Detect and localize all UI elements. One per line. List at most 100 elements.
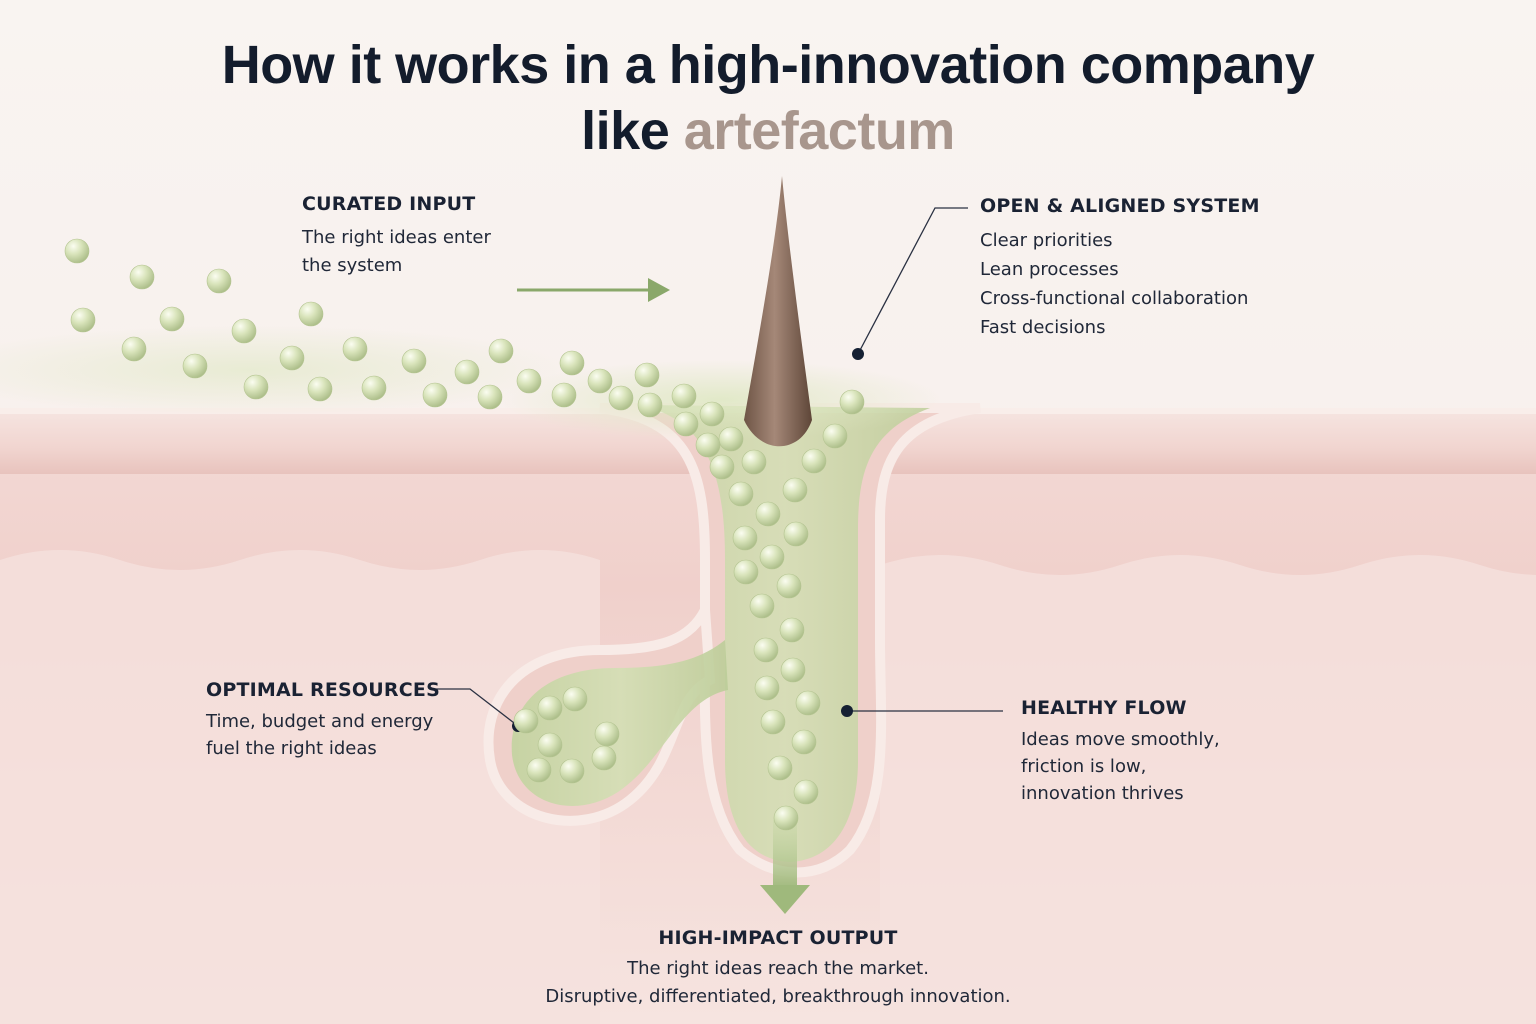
idea-sphere — [559, 350, 585, 376]
idea-sphere — [594, 721, 620, 747]
idea-sphere — [754, 675, 780, 701]
leader-optimal-resources — [432, 688, 519, 727]
idea-sphere — [64, 238, 90, 264]
curated-input-text: The right ideas enter the system — [302, 224, 491, 280]
idea-spheres — [64, 238, 865, 831]
idea-sphere — [718, 426, 744, 452]
title-line-1: How it works in a high-innovation compan… — [221, 35, 1315, 95]
idea-sphere — [537, 695, 563, 721]
idea-sphere — [401, 348, 427, 374]
idea-sphere — [159, 306, 185, 332]
title-line-2-prefix: like — [581, 101, 684, 161]
idea-sphere — [839, 389, 865, 415]
idea-sphere — [783, 521, 809, 547]
idea-sphere — [759, 544, 785, 570]
idea-sphere — [513, 708, 539, 734]
idea-sphere — [728, 481, 754, 507]
idea-sphere — [822, 423, 848, 449]
idea-sphere — [121, 336, 147, 362]
open-aligned-line: Lean processes — [980, 259, 1119, 280]
healthy-flow-line: innovation thrives — [1021, 783, 1184, 804]
idea-sphere — [608, 385, 634, 411]
healthy-flow-line: friction is low, — [1021, 756, 1147, 777]
idea-sphere — [671, 383, 697, 409]
idea-sphere — [129, 264, 155, 290]
idea-sphere — [231, 318, 257, 344]
idea-sphere — [695, 432, 721, 458]
leader-open-aligned — [857, 207, 968, 355]
idea-sphere — [732, 525, 758, 551]
idea-sphere — [182, 353, 208, 379]
open-aligned-line: Cross-functional collaboration — [980, 288, 1249, 309]
curated-input-heading: CURATED INPUT — [302, 193, 476, 215]
optimal-resources-line: Time, budget and energy — [206, 711, 434, 732]
optimal-resources-line: fuel the right ideas — [206, 738, 377, 759]
idea-sphere — [795, 690, 821, 716]
idea-sphere — [422, 382, 448, 408]
idea-sphere — [793, 779, 819, 805]
idea-sphere — [591, 745, 617, 771]
idea-sphere — [741, 449, 767, 475]
healthy-flow-line: Ideas move smoothly, — [1021, 729, 1220, 750]
output-arrow-head — [760, 885, 810, 914]
idea-sphere — [801, 448, 827, 474]
idea-sphere — [342, 336, 368, 362]
open-aligned-heading: OPEN & ALIGNED SYSTEM — [980, 195, 1260, 217]
idea-sphere — [709, 454, 735, 480]
healthy-flow-text: Ideas move smoothly, friction is low, in… — [1021, 726, 1220, 807]
input-arrow-head — [648, 278, 670, 302]
idea-sphere — [773, 805, 799, 831]
high-impact-line: Disruptive, differentiated, breakthrough… — [545, 986, 1011, 1007]
open-aligned-line: Fast decisions — [980, 317, 1106, 338]
idea-sphere — [755, 501, 781, 527]
idea-sphere — [279, 345, 305, 371]
idea-sphere — [537, 732, 563, 758]
idea-sphere — [562, 686, 588, 712]
idea-sphere — [488, 338, 514, 364]
idea-sphere — [454, 359, 480, 385]
idea-sphere — [749, 593, 775, 619]
open-aligned-line: Clear priorities — [980, 230, 1113, 251]
page-title: How it works in a high-innovation compan… — [0, 32, 1536, 164]
idea-sphere — [767, 755, 793, 781]
open-aligned-text: Clear priorities Lean processes Cross-fu… — [980, 226, 1248, 342]
idea-sphere — [298, 301, 324, 327]
idea-sphere — [516, 368, 542, 394]
idea-sphere — [551, 382, 577, 408]
idea-sphere — [206, 268, 232, 294]
brand-name: artefactum — [683, 101, 956, 161]
idea-sphere — [791, 729, 817, 755]
idea-sphere — [673, 411, 699, 437]
healthy-flow-heading: HEALTHY FLOW — [1021, 697, 1187, 719]
high-impact-heading: HIGH-IMPACT OUTPUT — [658, 927, 898, 949]
idea-sphere — [559, 758, 585, 784]
idea-sphere — [634, 362, 660, 388]
tissue-wave — [0, 550, 600, 1024]
curated-input-line: the system — [302, 255, 403, 276]
idea-sphere — [776, 573, 802, 599]
curated-input-line: The right ideas enter — [302, 227, 491, 248]
idea-sphere — [307, 376, 333, 402]
idea-sphere — [637, 392, 663, 418]
idea-sphere — [733, 559, 759, 585]
idea-sphere — [587, 368, 613, 394]
idea-sphere — [477, 384, 503, 410]
idea-sphere — [779, 617, 805, 643]
optimal-resources-heading: OPTIMAL RESOURCES — [206, 679, 440, 701]
idea-sphere — [753, 637, 779, 663]
output-arrow-shaft — [773, 820, 797, 890]
idea-sphere — [760, 709, 786, 735]
idea-sphere — [361, 375, 387, 401]
high-impact-line: The right ideas reach the market. — [627, 958, 929, 979]
idea-sphere — [780, 657, 806, 683]
optimal-resources-text: Time, budget and energy fuel the right i… — [206, 708, 433, 762]
high-impact-text: The right ideas reach the market. Disrup… — [468, 955, 1088, 1011]
title-line-2: like artefactum — [0, 98, 1536, 164]
idea-sphere — [699, 401, 725, 427]
idea-sphere — [782, 477, 808, 503]
spike — [744, 176, 812, 447]
idea-sphere — [526, 757, 552, 783]
idea-sphere — [243, 374, 269, 400]
idea-sphere — [70, 307, 96, 333]
